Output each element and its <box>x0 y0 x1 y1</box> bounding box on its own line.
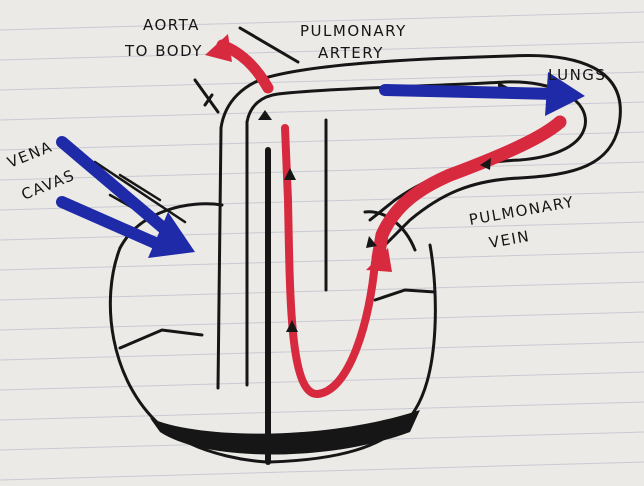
label-cavas: CAVAS <box>19 166 78 204</box>
label-aorta: AORTA <box>143 16 200 34</box>
pulmonary-vein-flow <box>371 115 567 265</box>
vena-cava-lower <box>56 196 168 252</box>
ventricle-base <box>150 410 420 455</box>
aorta-arrowhead <box>205 34 232 62</box>
left-ventricle-flow <box>281 124 379 398</box>
label-pulmonary-vein-1: PULMONARY <box>468 193 576 229</box>
flow-arrows <box>98 82 510 332</box>
label-pulmonary-artery-1: PULMONARY <box>300 22 407 40</box>
ventricle-arrowhead <box>366 248 392 272</box>
deoxygenated-flow <box>56 84 561 252</box>
label-pulmonary-vein-2: VEIN <box>488 227 532 252</box>
lungs-arrowhead <box>545 72 585 116</box>
septum <box>118 118 437 465</box>
label-lungs: LUNGS <box>548 66 606 84</box>
vena-cava-upper <box>56 136 174 238</box>
label-vena: VENA <box>5 137 56 171</box>
vena-cava-arrowhead <box>148 212 195 258</box>
pulmonary-artery-flow <box>379 84 561 100</box>
label-to-body: TO BODY <box>124 42 203 60</box>
label-pulmonary-artery-2: ARTERY <box>318 44 384 62</box>
